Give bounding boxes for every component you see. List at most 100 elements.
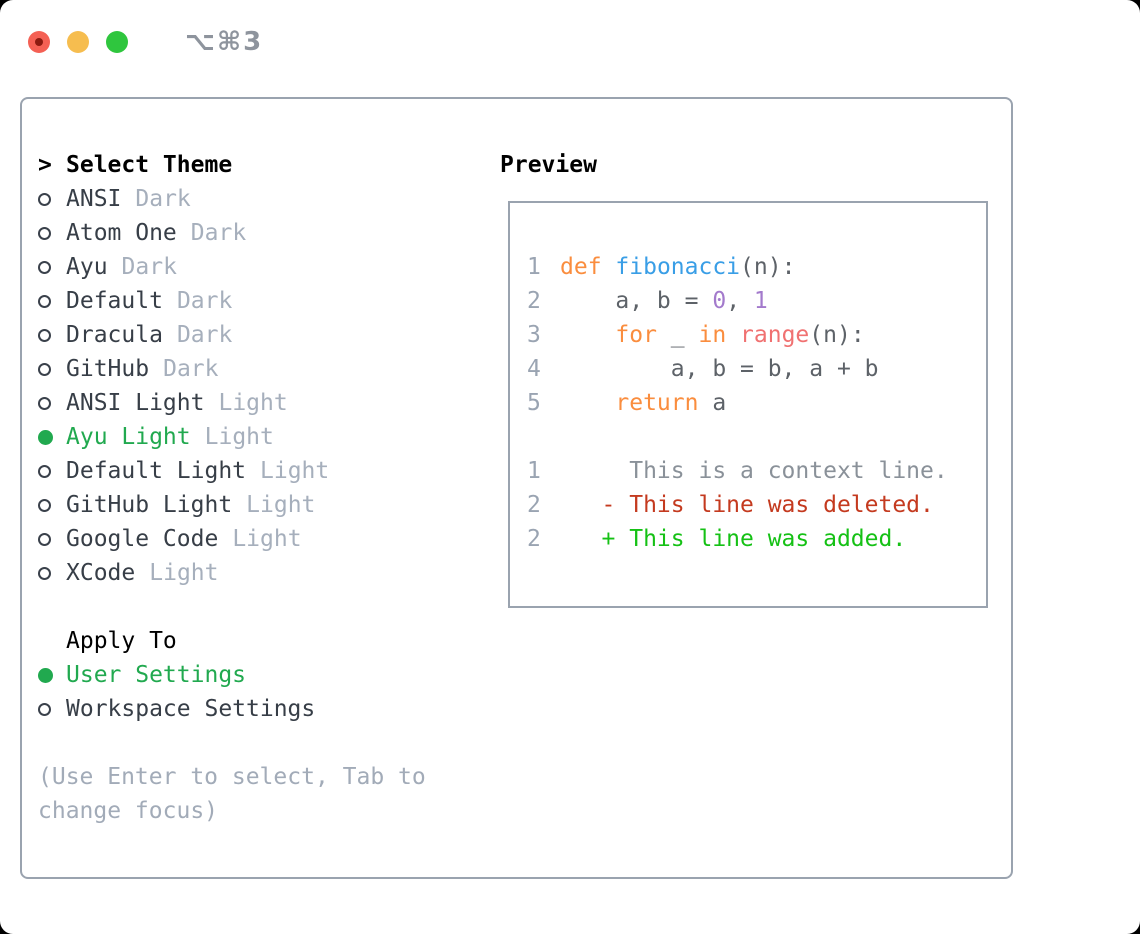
line-number: 1 bbox=[527, 458, 541, 484]
theme-option-dracula[interactable]: Dracula Dark bbox=[38, 318, 458, 352]
marker-cell bbox=[38, 328, 66, 342]
theme-variant-badge: Light bbox=[149, 560, 219, 586]
theme-name: Google Code bbox=[66, 526, 219, 552]
apply-option-workspace-settings[interactable]: Workspace Settings bbox=[38, 692, 458, 726]
marker-cell bbox=[38, 464, 66, 478]
radio-icon bbox=[38, 226, 51, 240]
focus-caret-icon: > bbox=[38, 152, 52, 178]
theme-variant-badge: Dark bbox=[176, 288, 233, 314]
theme-variant-badge: Dark bbox=[190, 220, 247, 246]
apply-to-header: Apply To bbox=[38, 624, 458, 658]
theme-variant-badge: Light bbox=[204, 424, 274, 450]
marker-cell bbox=[38, 429, 66, 445]
theme-option-github[interactable]: GitHub Dark bbox=[38, 352, 458, 386]
help-text: (Use Enter to select, Tab to change focu… bbox=[38, 764, 426, 824]
radio-icon bbox=[38, 192, 51, 206]
apply-option-label: Workspace Settings bbox=[66, 696, 316, 722]
marker-cell bbox=[38, 396, 66, 410]
marker-cell bbox=[38, 566, 66, 580]
marker-cell bbox=[38, 667, 66, 683]
theme-variant-badge: Dark bbox=[135, 186, 191, 212]
code-text: - This line was deleted. bbox=[560, 492, 934, 518]
radio-icon bbox=[38, 532, 51, 546]
radio-icon bbox=[38, 260, 51, 274]
theme-option-github-light[interactable]: GitHub Light Light bbox=[38, 488, 458, 522]
theme-name: Atom One bbox=[66, 220, 177, 246]
theme-name: Dracula bbox=[66, 322, 163, 348]
minimize-button[interactable] bbox=[67, 31, 89, 53]
spacer bbox=[38, 590, 458, 624]
code-text: a, b = 0, 1 bbox=[560, 288, 768, 314]
theme-variant-badge: Dark bbox=[163, 356, 219, 382]
marker-cell bbox=[38, 362, 66, 376]
radio-icon bbox=[38, 396, 51, 410]
preview-title: Preview bbox=[500, 152, 597, 178]
theme-option-xcode[interactable]: XCode Light bbox=[38, 556, 458, 590]
marker-cell bbox=[38, 226, 66, 240]
code-line bbox=[527, 420, 986, 454]
code-line: 1 This is a context line. bbox=[527, 454, 986, 488]
code-text: This is a context line. bbox=[560, 458, 948, 484]
theme-option-atom-one[interactable]: Atom One Dark bbox=[38, 216, 458, 250]
code-line: 4 a, b = b, a + b bbox=[527, 352, 986, 386]
theme-option-ansi[interactable]: ANSI Dark bbox=[38, 182, 458, 216]
marker-cell bbox=[38, 532, 66, 546]
theme-name: GitHub bbox=[66, 356, 150, 382]
apply-option-label: User Settings bbox=[66, 662, 247, 688]
radio-icon bbox=[38, 294, 51, 308]
theme-name: ANSI bbox=[66, 186, 122, 212]
theme-variant-badge: Light bbox=[218, 390, 288, 416]
maximize-button[interactable] bbox=[106, 31, 128, 53]
marker-cell bbox=[38, 498, 66, 512]
theme-name: Default Light bbox=[66, 458, 247, 484]
select-theme-header: > Select Theme bbox=[38, 148, 458, 182]
theme-option-ayu[interactable]: Ayu Dark bbox=[38, 250, 458, 284]
spacer bbox=[38, 726, 458, 760]
radio-icon bbox=[38, 362, 51, 376]
marker-cell bbox=[38, 260, 66, 274]
marker-cell bbox=[38, 192, 66, 206]
apply-option-user-settings[interactable]: User Settings bbox=[38, 658, 458, 692]
apply-to-title: Apply To bbox=[66, 628, 177, 654]
close-button[interactable] bbox=[28, 31, 50, 53]
marker-cell bbox=[38, 294, 66, 308]
code-line: 5 return a bbox=[527, 386, 986, 420]
line-number bbox=[527, 420, 560, 454]
line-number: 2 bbox=[527, 288, 541, 314]
theme-option-default-light[interactable]: Default Light Light bbox=[38, 454, 458, 488]
theme-name: Ayu Light bbox=[66, 424, 191, 450]
code-line: 3 for _ in range(n): bbox=[527, 318, 986, 352]
unsaved-changes-icon bbox=[35, 38, 43, 46]
theme-name: XCode bbox=[66, 560, 136, 586]
radio-icon bbox=[38, 328, 51, 342]
theme-variant-badge: Dark bbox=[176, 322, 233, 348]
code-text: def fibonacci(n): bbox=[560, 254, 796, 280]
radio-selected-icon bbox=[38, 667, 53, 683]
code-line: 2 - This line was deleted. bbox=[527, 488, 986, 522]
line-number: 2 bbox=[527, 492, 541, 518]
code-text: return a bbox=[615, 390, 727, 416]
window-shortcut-label: ⌥⌘3 bbox=[185, 27, 264, 57]
radio-icon bbox=[38, 702, 51, 716]
line-number: 5 bbox=[527, 390, 541, 416]
code-text: + This line was added. bbox=[560, 526, 907, 552]
theme-option-ayu-light[interactable]: Ayu Light Light bbox=[38, 420, 458, 454]
line-number: 4 bbox=[527, 356, 541, 382]
theme-variant-badge: Light bbox=[260, 458, 330, 484]
theme-variant-badge: Dark bbox=[121, 254, 177, 280]
theme-name: GitHub Light bbox=[66, 492, 233, 518]
theme-name: Ayu bbox=[66, 254, 108, 280]
code-line: 2 a, b = 0, 1 bbox=[527, 284, 986, 318]
radio-icon bbox=[38, 498, 51, 512]
titlebar: ⌥⌘3 bbox=[28, 27, 263, 57]
theme-variant-badge: Light bbox=[246, 492, 316, 518]
